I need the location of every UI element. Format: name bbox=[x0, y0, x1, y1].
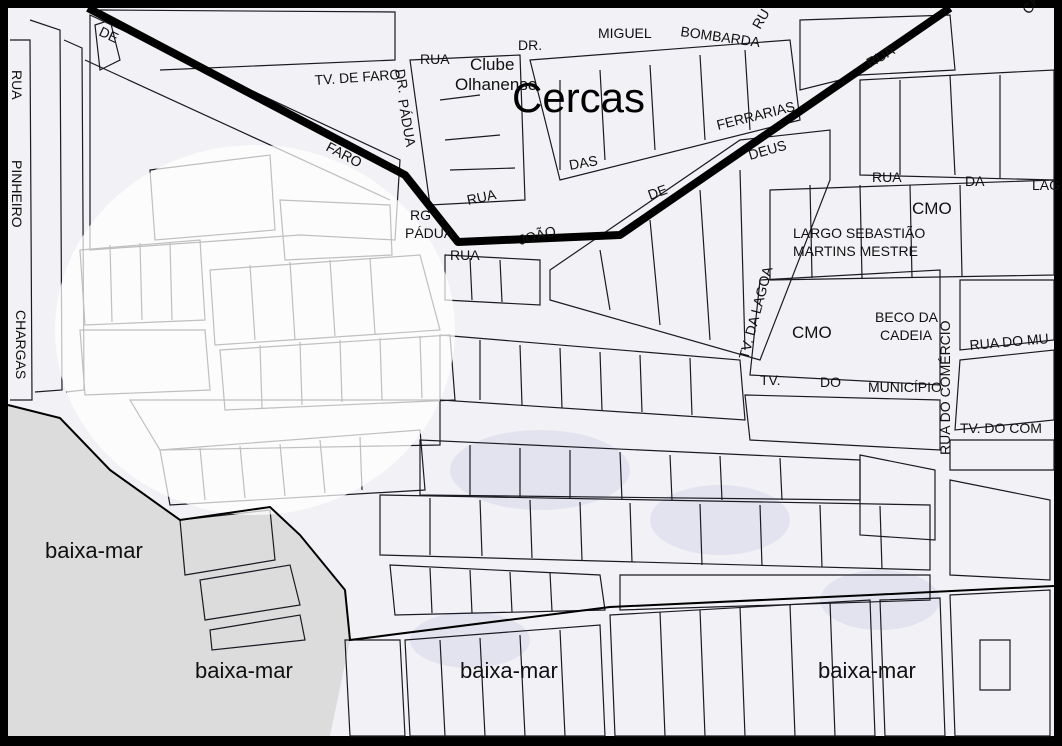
street-label-chargas: CHARGAS bbox=[13, 310, 29, 379]
street-label-de-top: DE bbox=[97, 23, 121, 46]
street-label-municipio: MUNICÍPIO bbox=[868, 379, 942, 395]
street-label-rua-lagoa: RUA bbox=[872, 169, 902, 185]
street-label-dr-left: DR. bbox=[392, 68, 412, 95]
place-label-cmo-upper: CMO bbox=[912, 199, 952, 218]
street-label-tv-de-faro: TV. DE FARO bbox=[314, 66, 401, 88]
highlight-area bbox=[55, 145, 455, 515]
street-label-lag: LAG bbox=[1032, 177, 1060, 193]
paper-stains bbox=[410, 430, 940, 668]
street-label-pinheiro: PINHEIRO bbox=[9, 160, 25, 228]
street-label-rua-bottom: RUA bbox=[450, 247, 480, 263]
street-label-do: DO bbox=[820, 374, 841, 390]
street-label-rua-left: RUA bbox=[9, 70, 25, 100]
area-label-cercas: Cercas bbox=[512, 74, 645, 121]
street-label-tv: TV. bbox=[760, 372, 781, 388]
place-label-cmo-lower: CMO bbox=[792, 323, 832, 342]
zone-label-baixa-mar-4: baixa-mar bbox=[818, 658, 916, 683]
street-label-dr-top: DR. bbox=[518, 37, 542, 53]
place-label-largo-1: LARGO SEBASTIÃO bbox=[793, 225, 925, 241]
street-label-da-lagoa: DA bbox=[965, 173, 985, 189]
sea-area bbox=[8, 405, 350, 736]
zone-label-baixa-mar-1: baixa-mar bbox=[45, 538, 143, 563]
zone-label-baixa-mar-2: baixa-mar bbox=[195, 658, 293, 683]
street-label-rg-padua: PÁDUA bbox=[405, 225, 454, 241]
street-label-das: DAS bbox=[568, 152, 599, 173]
street-label-rua-top: RUA bbox=[420, 51, 450, 67]
street-label-rua-ferrarias: RUA bbox=[465, 186, 498, 208]
zone-label-baixa-mar-3: baixa-mar bbox=[460, 658, 558, 683]
place-label-clube: Clube bbox=[470, 55, 514, 74]
street-label-rg: RG bbox=[410, 207, 431, 223]
street-label-de-mid: DE bbox=[646, 181, 670, 203]
place-label-beco-2: CADEIA bbox=[880, 327, 933, 343]
street-label-miguel: MIGUEL bbox=[598, 25, 652, 41]
low-tide-boundary bbox=[7, 404, 1055, 642]
street-label-rua-comercio: RUA DO COMÉRCIO bbox=[937, 320, 953, 455]
town-wall-line bbox=[86, 4, 953, 246]
place-label-beco-1: BECO DA bbox=[875, 309, 939, 325]
place-label-largo-2: MARTINS MESTRE bbox=[793, 243, 918, 259]
street-label-tv-do-com: TV. DO COM bbox=[960, 420, 1042, 436]
place-label-olhanense: Olhanense bbox=[455, 75, 537, 94]
street-label-rua-do-mu: RUA DO MU bbox=[969, 330, 1049, 353]
